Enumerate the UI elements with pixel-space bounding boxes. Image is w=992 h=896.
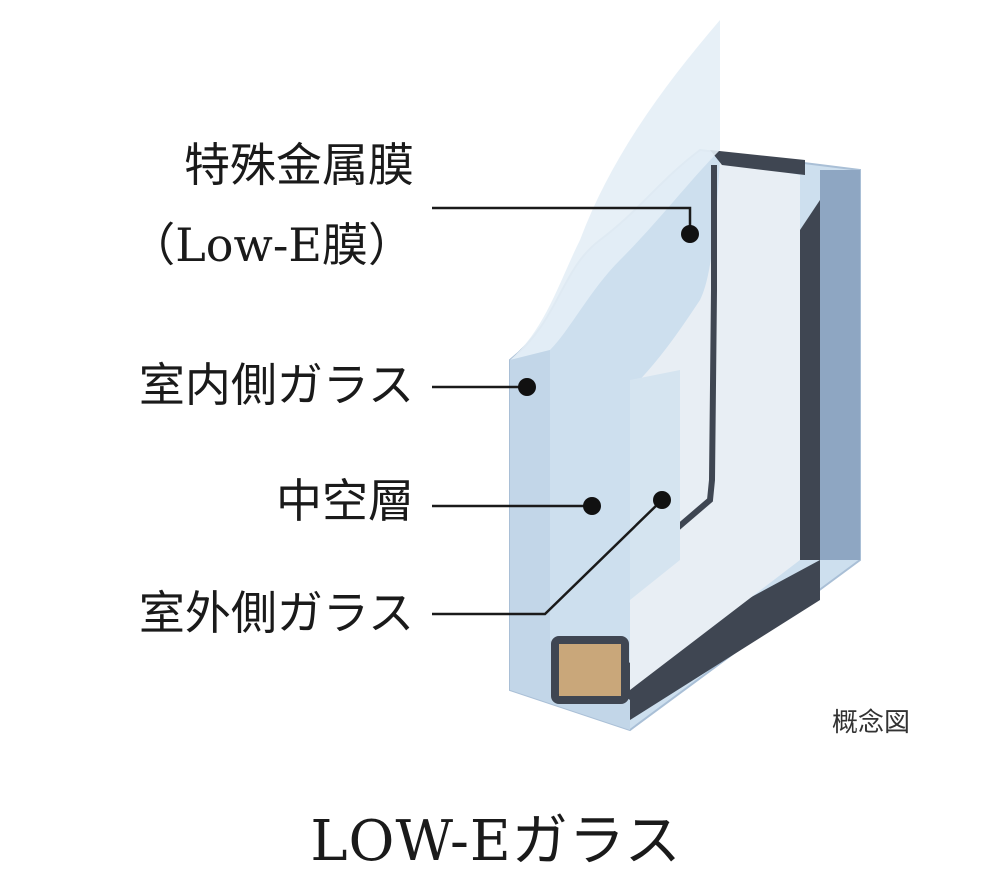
spacer [551,636,629,704]
indoor-glass-body [510,350,630,730]
leader-outdoor [432,499,663,616]
label-lowe-film-sub: （Low-E膜） [129,218,414,272]
frame-right [800,200,820,560]
frame-top [710,150,805,175]
dot-hollow [583,497,601,515]
leader-lines [432,206,692,616]
page-title: LOW-Eガラス [310,809,682,874]
dot-indoor [518,378,536,396]
leader-lowe [432,206,692,232]
middle-glass [630,370,680,600]
indoor-glass-pane [510,20,720,360]
dot-lowe [681,225,699,243]
label-indoor-glass: 室内側ガラス [138,358,414,412]
label-hollow-layer: 中空層 [276,474,414,528]
label-outdoor-glass: 室外側ガラス [138,586,414,640]
outer-glass-edge [820,170,860,560]
leader-dots [518,225,699,515]
concept-note: 概念図 [832,708,911,738]
dot-outdoor [653,491,671,509]
label-lowe-film: 特殊金属膜 [184,138,414,192]
lowe-film-line [638,165,717,563]
